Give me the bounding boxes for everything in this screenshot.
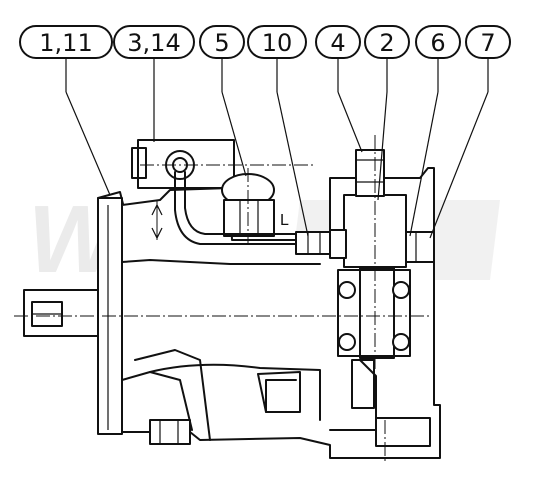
housing-lower-edge (121, 363, 321, 421)
arrow-up-icon (151, 203, 163, 216)
callout-label: 1,11 (39, 29, 92, 57)
controller-left-fitting (329, 229, 347, 259)
port-mark: L (280, 212, 289, 229)
leader-line (377, 91, 388, 201)
callout-group: 1,11 3,14 5 10 4 2 6 7 (19, 25, 511, 59)
top-valve-block: L (131, 139, 333, 255)
housing-pocket (257, 371, 301, 413)
housing-pocket-inner (265, 379, 297, 413)
leader-line (221, 91, 247, 177)
leader-line (337, 91, 363, 153)
bolt-icon (392, 333, 410, 351)
side-port-fitting (405, 231, 435, 263)
pilot-tube-inner (184, 171, 299, 235)
pressure-controller (329, 149, 435, 409)
controller-body (337, 269, 411, 357)
callout-label: 4 (330, 29, 345, 57)
bolt-icon (338, 333, 356, 351)
callout-2: 2 (364, 25, 410, 59)
leader-line (65, 91, 111, 196)
controller-spool (359, 267, 395, 359)
leader-line (429, 91, 489, 239)
callout-7: 7 (465, 25, 511, 59)
callout-4: 4 (315, 25, 361, 59)
bolt-icon (338, 281, 356, 299)
callout-3-14: 3,14 (113, 25, 195, 59)
bolt-icon (392, 281, 410, 299)
center-lines (14, 135, 430, 462)
tube-fitting-10 (295, 231, 333, 255)
callout-label: 10 (262, 29, 293, 57)
lower-port-block (375, 417, 431, 447)
bottom-port (149, 419, 191, 445)
callout-label: 7 (480, 29, 495, 57)
hex-nut-body (223, 199, 275, 237)
arrow-down-icon (151, 227, 163, 240)
detail-marks (151, 200, 431, 447)
callout-5: 5 (199, 25, 245, 59)
leader-line (276, 91, 309, 237)
callout-label: 5 (214, 29, 229, 57)
callout-1-11: 1,11 (19, 25, 113, 59)
callout-label: 3,14 (127, 29, 180, 57)
valve-block-cap (131, 147, 147, 179)
leader-line (409, 91, 439, 237)
swash-curve (134, 349, 211, 441)
callout-10: 10 (247, 25, 307, 59)
leader-lines (65, 58, 489, 239)
swash-edge (149, 371, 193, 431)
lower-bracket (329, 359, 377, 431)
callout-label: 6 (430, 29, 445, 57)
callout-label: 2 (379, 29, 394, 57)
callout-6: 6 (415, 25, 461, 59)
housing-upper-edge (121, 259, 321, 265)
pilot-tube-outer (174, 171, 299, 245)
controller-lower-plug (351, 359, 375, 409)
